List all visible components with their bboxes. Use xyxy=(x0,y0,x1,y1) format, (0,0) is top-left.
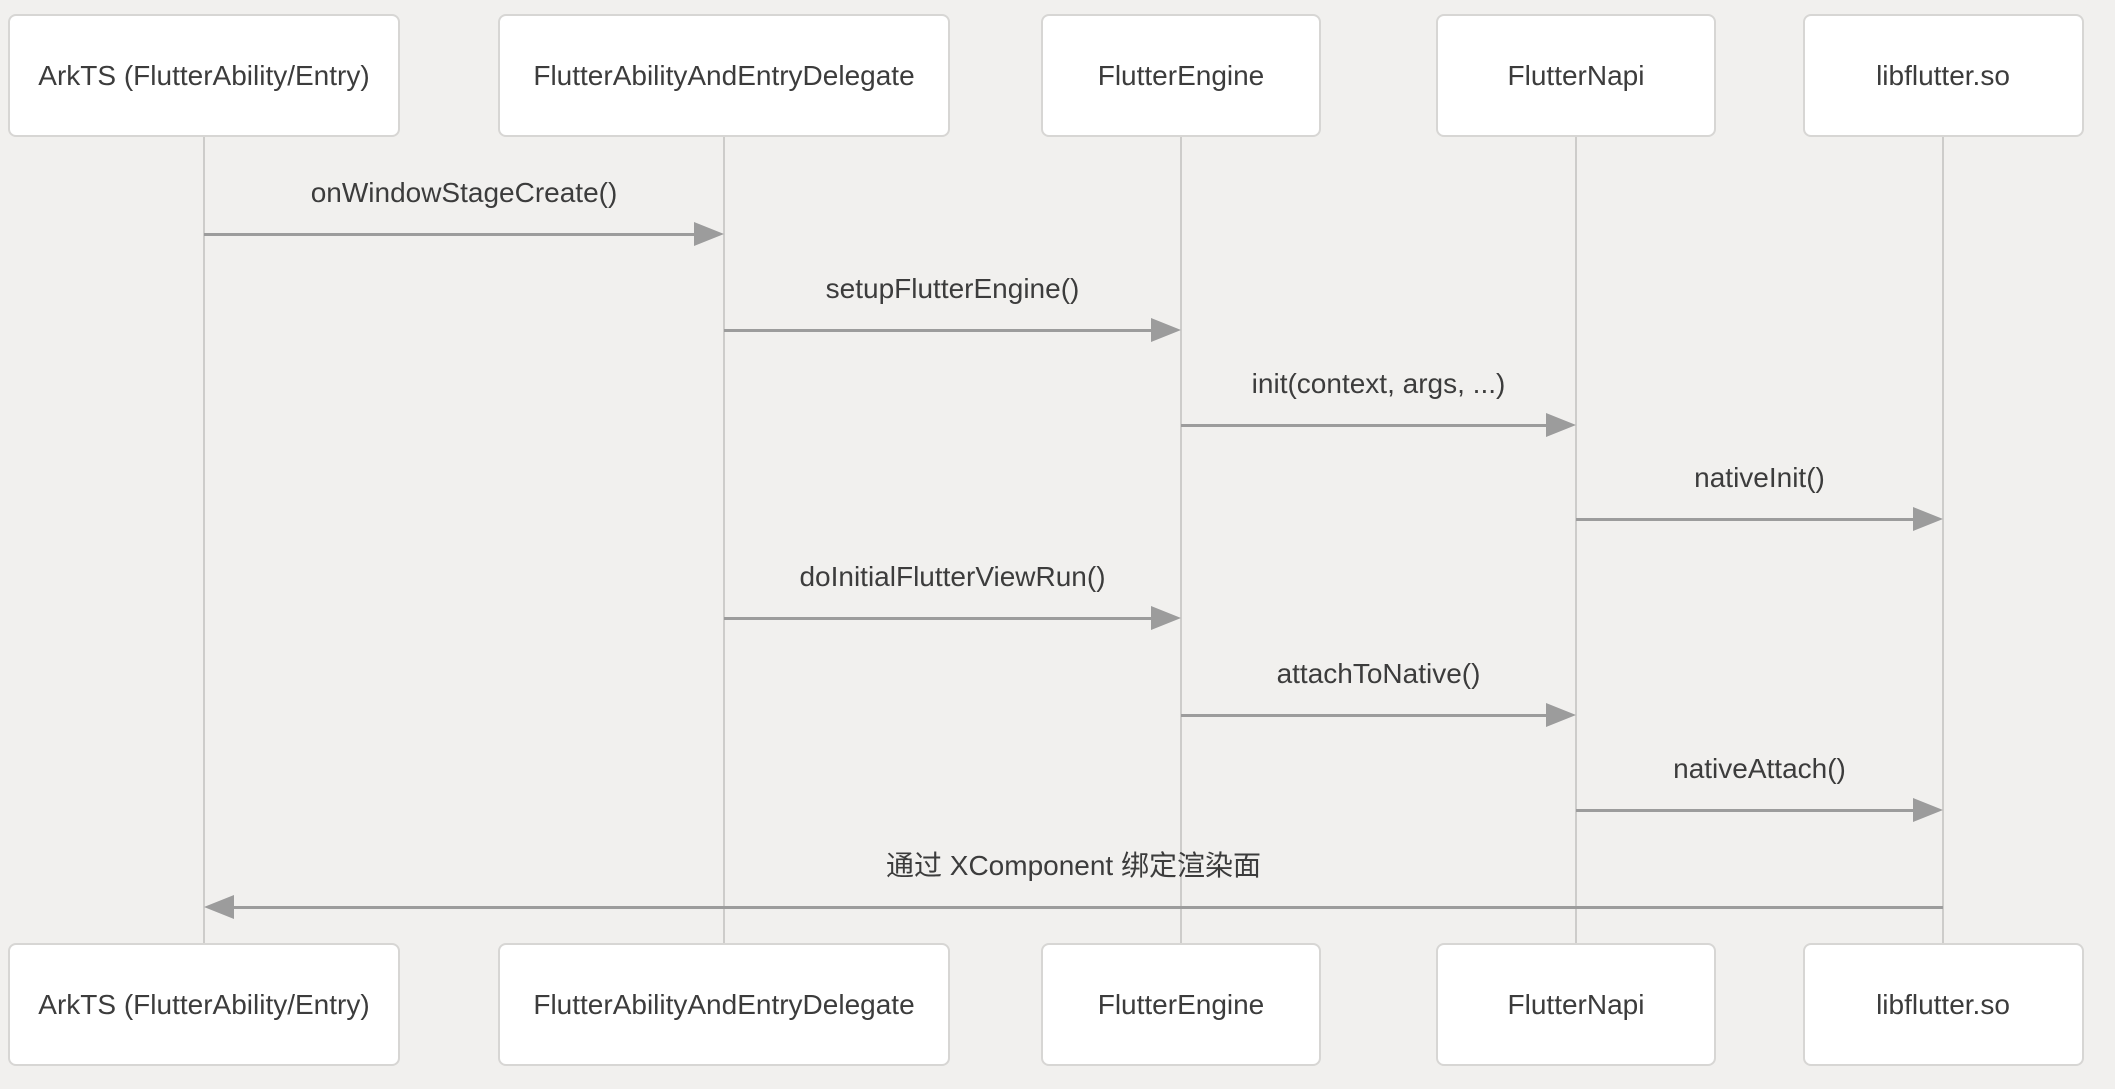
message-label: doInitialFlutterViewRun() xyxy=(799,561,1106,592)
message-line xyxy=(1576,808,1917,812)
lifeline-arkts xyxy=(203,137,205,943)
participant-label: FlutterNapi xyxy=(1507,988,1645,1020)
lifeline-libflutter xyxy=(1942,137,1944,943)
arrowhead-icon xyxy=(1546,413,1576,437)
arrowhead-icon xyxy=(1151,606,1181,630)
message-line xyxy=(230,905,1943,909)
message-line xyxy=(1181,423,1550,427)
message-label: attachToNative() xyxy=(1276,658,1481,689)
participant-bottom-libflutter: libflutter.so xyxy=(1802,943,2084,1066)
participant-label: ArkTS (FlutterAbility/Entry) xyxy=(38,988,370,1020)
message-line xyxy=(1576,517,1917,521)
arrowhead-icon xyxy=(694,222,724,246)
participant-label: FlutterAbilityAndEntryDelegate xyxy=(533,59,915,91)
participant-top-engine: FlutterEngine xyxy=(1041,14,1321,137)
message-line xyxy=(1181,713,1550,717)
participant-bottom-napi: FlutterNapi xyxy=(1436,943,1716,1066)
participant-bottom-arkts: ArkTS (FlutterAbility/Entry) xyxy=(8,943,400,1066)
message-line xyxy=(204,232,698,236)
lifeline-delegate xyxy=(723,137,725,943)
message-line xyxy=(724,616,1155,620)
lifeline-engine xyxy=(1180,137,1182,943)
arrowhead-icon xyxy=(1546,703,1576,727)
message-line xyxy=(724,328,1155,332)
arrowhead-icon xyxy=(1913,507,1943,531)
participant-label: FlutterEngine xyxy=(1097,988,1265,1020)
message-label: 通过 XComponent 绑定渲染面 xyxy=(886,850,1261,881)
participant-bottom-engine: FlutterEngine xyxy=(1041,943,1321,1066)
arrowhead-icon xyxy=(1151,318,1181,342)
participant-top-libflutter: libflutter.so xyxy=(1802,14,2084,137)
message-label: init(context, args, ...) xyxy=(1251,368,1506,399)
participant-top-napi: FlutterNapi xyxy=(1436,14,1716,137)
arrowhead-icon xyxy=(204,895,234,919)
participant-label: FlutterEngine xyxy=(1097,59,1265,91)
participant-bottom-delegate: FlutterAbilityAndEntryDelegate xyxy=(498,943,950,1066)
message-label: onWindowStageCreate() xyxy=(310,177,618,208)
message-label: nativeInit() xyxy=(1694,462,1825,493)
message-label: nativeAttach() xyxy=(1673,753,1846,784)
participant-label: libflutter.so xyxy=(1876,988,2010,1020)
message-label: setupFlutterEngine() xyxy=(825,273,1080,304)
participant-label: FlutterAbilityAndEntryDelegate xyxy=(533,988,915,1020)
participant-label: libflutter.so xyxy=(1876,59,2010,91)
participant-top-delegate: FlutterAbilityAndEntryDelegate xyxy=(498,14,950,137)
participant-label: FlutterNapi xyxy=(1507,59,1645,91)
arrowhead-icon xyxy=(1913,798,1943,822)
participant-label: ArkTS (FlutterAbility/Entry) xyxy=(38,59,370,91)
lifeline-napi xyxy=(1575,137,1577,943)
participant-top-arkts: ArkTS (FlutterAbility/Entry) xyxy=(8,14,400,137)
